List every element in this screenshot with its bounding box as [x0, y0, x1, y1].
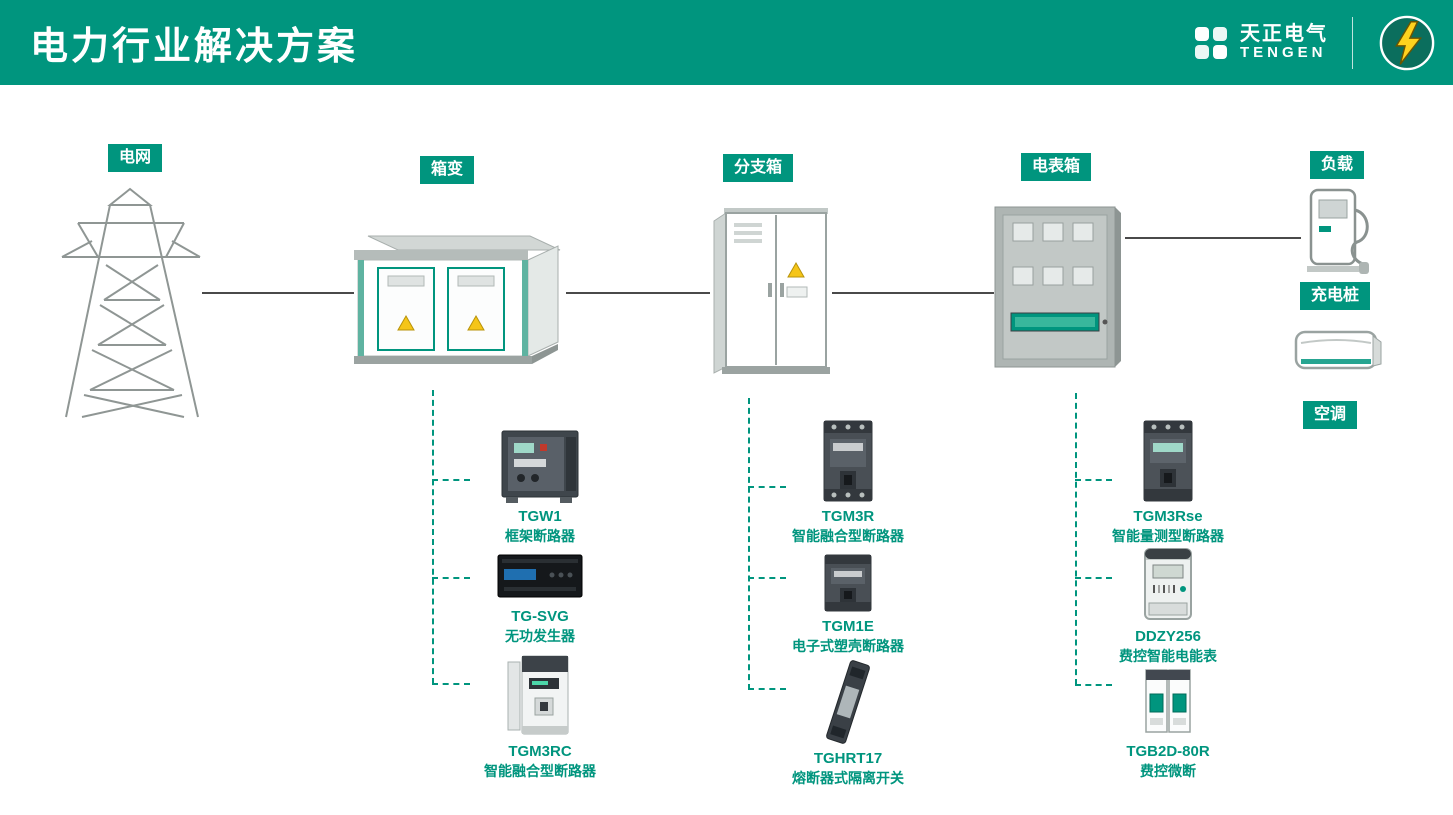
product-card-tgb2d: TGB2D-80R 费控微断 [1098, 660, 1238, 781]
miniature-breaker-image [1098, 660, 1238, 738]
product-card-tgw1: TGW1 框架断路器 [470, 423, 610, 546]
product-card-tgsvg: TG-SVG 无功发生器 [470, 548, 610, 646]
node-badge-charger: 充电桩 [1300, 282, 1371, 310]
product-desc: 智能融合型断路器 [484, 762, 596, 779]
product-card-tgm1e: TGM1E 电子式塑壳断路器 [778, 551, 918, 656]
product-model: TG-SVG [511, 608, 569, 625]
brand-area: 天正电气 TENGEN [1194, 13, 1437, 73]
measuring-breaker-image [1098, 418, 1238, 503]
air-conditioner-illustration [1293, 318, 1383, 385]
meter-box-illustration [993, 203, 1125, 380]
fuse-switch-image [778, 658, 918, 745]
product-model: DDZY256 [1135, 628, 1201, 645]
node-badge-meter: 电表箱 [1021, 153, 1092, 181]
dashed-branch-tgb2d [1075, 684, 1112, 686]
product-card-tghrt17: TGHRT17 熔断器式隔离开关 [778, 658, 918, 788]
dashed-branch-tgm1e [748, 577, 786, 579]
node-badge-grid: 电网 [108, 144, 163, 172]
charging-pile-illustration [1303, 188, 1375, 285]
connector-substation-branch [566, 292, 710, 294]
air-circuit-breaker-image [470, 423, 610, 503]
dashed-branch-tgsvg [432, 577, 470, 579]
dashed-branch-tgm3r [748, 486, 786, 488]
mccb-image [778, 418, 918, 503]
product-card-tgm3rse: TGM3Rse 智能量测型断路器 [1098, 418, 1238, 546]
dashed-branch-ddzy256 [1075, 577, 1112, 579]
product-desc: 智能量测型断路器 [1112, 527, 1224, 544]
brand-name-en: TENGEN [1240, 44, 1327, 62]
node-badge-load: 负载 [1310, 151, 1365, 179]
product-desc: 智能融合型断路器 [792, 527, 904, 544]
connector-meter-load [1125, 237, 1301, 239]
dashed-trunk-substation [432, 390, 434, 684]
product-model: TGM1E [822, 618, 874, 635]
svg-generator-image [470, 548, 610, 603]
dashed-branch-tgm3rse [1075, 479, 1112, 481]
connector-grid-substation [202, 292, 354, 294]
product-desc: 框架断路器 [505, 527, 575, 544]
node-badge-branch: 分支箱 [723, 154, 794, 182]
header: 电力行业解决方案 天正电气 TENGEN [0, 0, 1453, 85]
page-title: 电力行业解决方案 [30, 26, 359, 68]
dashed-branch-tgw1 [432, 479, 470, 481]
brand-name-cn: 天正电气 [1240, 23, 1328, 46]
product-desc: 无功发生器 [505, 627, 575, 644]
product-model: TGM3R [821, 508, 875, 525]
dashed-trunk-branch [748, 398, 750, 690]
tengen-logo-icon [1194, 26, 1228, 60]
product-desc: 费控智能电能表 [1119, 647, 1217, 664]
product-model: TGM3RC [508, 743, 572, 760]
transmission-tower-illustration [48, 185, 218, 425]
node-badge-substation: 箱变 [420, 156, 475, 184]
product-card-tgm3rc: TGM3RC 智能融合型断路器 [470, 650, 610, 781]
box-substation-illustration [352, 200, 567, 383]
dashed-branch-tghrt17 [748, 688, 786, 690]
product-desc: 电子式塑壳断路器 [792, 637, 904, 654]
brand-divider [1352, 16, 1353, 69]
dashed-branch-tgm3rc [432, 683, 470, 685]
mccb-compact-image [778, 551, 918, 613]
product-model: TGM3Rse [1133, 508, 1203, 525]
branch-box-illustration [708, 205, 833, 382]
dashed-trunk-meter [1075, 393, 1077, 685]
mascot-lightning-badge-icon [1377, 13, 1437, 73]
energy-meter-image [1098, 545, 1238, 623]
connector-branch-meter [832, 292, 994, 294]
product-card-tgm3r: TGM3R 智能融合型断路器 [778, 418, 918, 546]
product-card-ddzy256: DDZY256 费控智能电能表 [1098, 545, 1238, 666]
product-model: TGB2D-80R [1126, 743, 1210, 760]
product-model: TGHRT17 [813, 750, 883, 767]
product-desc: 熔断器式隔离开关 [792, 769, 904, 786]
product-desc: 费控微断 [1140, 762, 1196, 779]
node-badge-ac: 空调 [1303, 401, 1358, 429]
product-model: TGW1 [518, 508, 562, 525]
smart-breaker-image [470, 650, 610, 738]
brand-text: 天正电气 TENGEN [1240, 23, 1328, 62]
